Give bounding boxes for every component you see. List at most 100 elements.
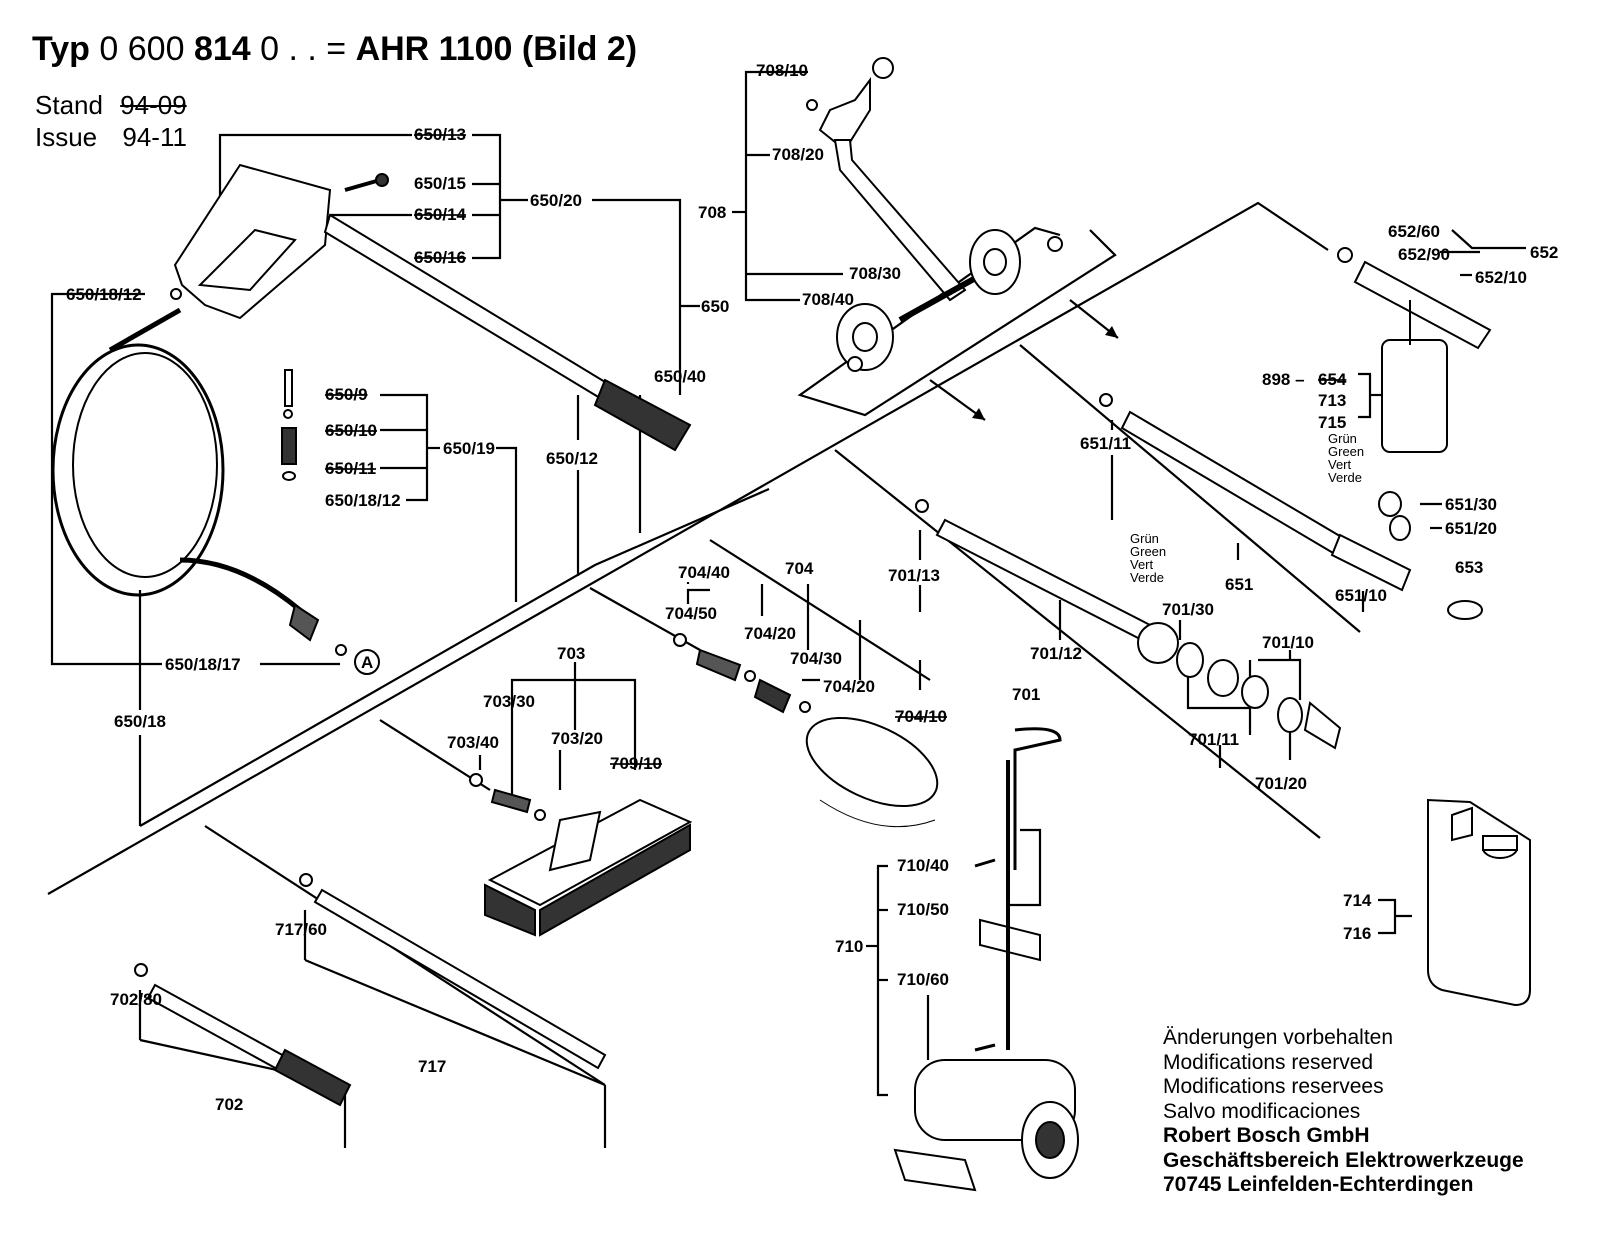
foam-nozzle — [1353, 260, 1492, 350]
hose-coil — [51, 343, 225, 597]
label-circle-a: A — [361, 653, 373, 672]
main-axis-line — [47, 201, 1329, 895]
label-651-30: 651/30 — [1445, 495, 1497, 514]
label-710-40: 710/40 — [897, 856, 949, 875]
label-704: 704 — [785, 559, 814, 578]
label-650-15: 650/15 — [414, 174, 466, 193]
label-650-18-17: 650/18/17 — [165, 655, 241, 674]
label-704-30: 704/30 — [790, 649, 842, 668]
label-650: 650 — [701, 297, 729, 316]
label-652-10: 652/10 — [1475, 268, 1527, 287]
footer-line-de: Änderungen vorbehalten — [1163, 1026, 1394, 1049]
type-number-c: 0 . . = — [260, 30, 347, 68]
footer-line-fr: Modifications reservees — [1163, 1075, 1384, 1098]
label-701-10: 701/10 — [1262, 633, 1314, 652]
label-650-18-12-b: 650/18/12 — [325, 491, 401, 510]
label-716: 716 — [1343, 924, 1371, 943]
label-654: 654 — [1318, 370, 1347, 389]
label-650-20: 650/20 — [530, 191, 582, 210]
label-703-30: 703/30 — [483, 692, 535, 711]
typ-label: Typ — [32, 30, 90, 68]
label-710: 710 — [835, 937, 863, 956]
label-652-60: 652/60 — [1388, 222, 1440, 241]
detergent-canister — [1427, 798, 1531, 1007]
color-note-de-left: Grün — [1130, 531, 1159, 546]
color-note-fr-right: Vert — [1328, 457, 1352, 472]
reference-circle-a — [354, 649, 380, 675]
stand-value: 94-09 — [120, 90, 187, 120]
label-708-30: 708/30 — [849, 264, 901, 283]
label-709-10: 709/10 — [610, 754, 662, 773]
color-note-fr-left: Vert — [1130, 557, 1154, 572]
type-number-a: 0 600 — [99, 30, 185, 68]
label-650-10: 650/10 — [325, 421, 377, 440]
label-652: 652 — [1530, 243, 1558, 262]
label-651-10: 651/10 — [1335, 586, 1387, 605]
footer-line-es: Salvo modificaciones — [1163, 1099, 1361, 1123]
diagram-title: Typ 0 600 814 0 . . = AHR 1100 (Bild 2) — [32, 30, 637, 69]
foam-bottle — [1381, 339, 1448, 453]
label-702: 702 — [215, 1095, 243, 1114]
lance-tube — [323, 213, 612, 400]
label-653: 653 — [1455, 558, 1483, 577]
label-651: 651 — [1225, 575, 1253, 594]
label-710-60: 710/60 — [897, 970, 949, 989]
part-labels: 650/13 650/15 650/14 650/16 650/20 650 6… — [66, 61, 1558, 1114]
label-701-20: 701/20 — [1255, 774, 1307, 793]
label-650-12: 650/12 — [546, 449, 598, 468]
label-650-13: 650/13 — [414, 125, 466, 144]
label-650-11: 650/11 — [325, 459, 376, 478]
label-650-18: 650/18 — [114, 712, 166, 731]
label-650-16: 650/16 — [414, 248, 466, 267]
label-708-40: 708/40 — [802, 290, 854, 309]
model-name: AHR 1100 (Bild 2) — [355, 30, 638, 68]
label-704-10: 704/10 — [895, 707, 947, 726]
footer-address: 70745 Leinfelden-Echterdingen — [1163, 1173, 1474, 1196]
cleaning-needle — [1447, 600, 1483, 620]
hose-axis-line — [139, 487, 770, 827]
label-715: 715 — [1318, 413, 1346, 432]
type-number-b: 814 — [193, 30, 251, 68]
label-708-10: 708/10 — [756, 61, 808, 80]
label-714: 714 — [1343, 891, 1372, 910]
label-717: 717 — [418, 1057, 446, 1076]
label-708-20: 708/20 — [772, 145, 824, 164]
label-701-13: 701/13 — [888, 566, 940, 585]
label-650-14: 650/14 — [414, 205, 467, 224]
label-704-20-b: 704/20 — [823, 677, 875, 696]
issue-label: Issue — [35, 122, 98, 152]
lance-701 — [935, 518, 1152, 642]
color-note-es-right: Verde — [1328, 470, 1362, 485]
label-713: 713 — [1318, 391, 1346, 410]
label-703: 703 — [557, 644, 585, 663]
label-704-50: 704/50 — [665, 604, 717, 623]
issue-line: Issue 94-11 — [35, 122, 187, 153]
footer-notes: Änderungen vorbehalten Modifications res… — [1163, 1026, 1524, 1198]
label-651-20: 651/20 — [1445, 519, 1497, 538]
color-note-es-left: Verde — [1130, 570, 1164, 585]
label-701-12: 701/12 — [1030, 644, 1082, 663]
color-note-en-right: Green — [1328, 444, 1364, 459]
label-650-18-12-a: 650/18/12 — [66, 285, 142, 304]
spray-gun-body — [173, 163, 332, 320]
label-702-80: 702/80 — [110, 990, 162, 1009]
stand-line: Stand 94-09 — [35, 90, 187, 121]
label-898: 898 – — [1262, 370, 1305, 389]
lance-grip — [593, 378, 692, 452]
label-703-20: 703/20 — [551, 729, 603, 748]
label-708: 708 — [698, 203, 726, 222]
issue-value: 94-11 — [122, 122, 187, 152]
label-701: 701 — [1012, 685, 1040, 704]
color-note-de-right: Grün — [1328, 431, 1357, 446]
label-701-11: 701/11 — [1188, 730, 1239, 749]
footer-line-en: Modifications reserved — [1163, 1050, 1374, 1074]
rotary-brush — [805, 716, 939, 808]
footer-company: Robert Bosch GmbH — [1163, 1124, 1370, 1147]
lance-702 — [146, 983, 297, 1077]
label-701-30: 701/30 — [1162, 600, 1214, 619]
color-note-en-left: Green — [1130, 544, 1166, 559]
lance-717 — [313, 888, 607, 1070]
stand-label: Stand — [35, 90, 103, 120]
label-704-40: 704/40 — [678, 563, 730, 582]
footer-division: Geschäftsbereich Elektrowerkzeuge — [1163, 1148, 1524, 1172]
